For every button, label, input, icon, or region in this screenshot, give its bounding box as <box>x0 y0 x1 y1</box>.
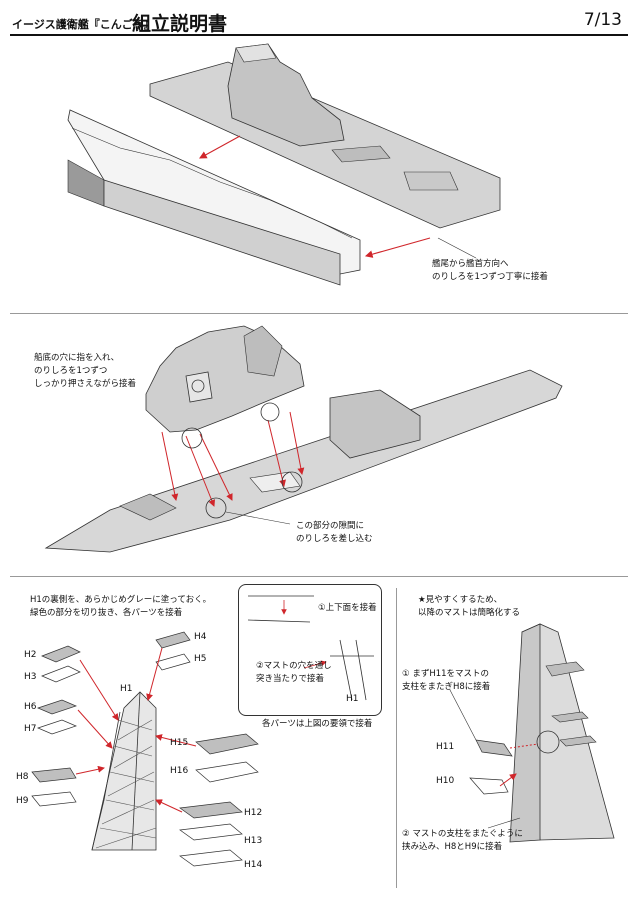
label-h4: H4 <box>194 632 207 642</box>
label-h7: H7 <box>24 724 37 734</box>
step4-note-2: ② マストの支柱をまたぐように 挟み込み、H8とH9に接着 <box>402 829 523 852</box>
inset-label-h1: H1 <box>346 694 359 704</box>
step1-note: 艦尾から艦首方向へ のりしろを1つずつ丁寧に接着 <box>432 259 548 282</box>
step4-parts <box>469 739 513 795</box>
inset-note-1: ①上下面を接着 <box>318 603 377 613</box>
label-h11: H11 <box>436 742 455 752</box>
label-h8: H8 <box>16 772 29 782</box>
page-title: 組立説明書 <box>132 13 228 35</box>
label-h16: H16 <box>170 766 189 776</box>
separator-vertical <box>396 588 397 888</box>
page-header: イージス護衛艦『こんごう』 組立説明書 7/13 <box>0 0 638 40</box>
label-h3: H3 <box>24 672 37 682</box>
label-h13: H13 <box>244 836 263 846</box>
label-h9: H9 <box>16 796 29 806</box>
label-h10: H10 <box>436 776 455 786</box>
step3-small-parts <box>31 631 259 867</box>
label-h14: H14 <box>244 860 263 870</box>
step1-arrow-a <box>199 135 241 159</box>
step2-superstructure <box>145 325 305 433</box>
step4-note-1: ① まずH11をマストの 支柱をまたぎH8に接着 <box>402 669 491 692</box>
step4-arrow-b <box>499 773 517 787</box>
label-h12: H12 <box>244 808 263 818</box>
label-h1: H1 <box>120 684 133 694</box>
page-number: 7/13 <box>583 10 622 30</box>
separator-1 <box>10 313 628 314</box>
step4-mast <box>509 623 615 843</box>
step2-guide-arrows <box>161 411 305 507</box>
inset-caption: 各パーツは上図の要領で接着 <box>262 719 373 729</box>
label-h5: H5 <box>194 654 207 664</box>
step1-deck-part <box>149 43 501 229</box>
step1-arrow-b <box>364 237 431 258</box>
label-h2: H2 <box>24 650 37 660</box>
step3-intro: H1の裏側を、あらかじめグレーに塗っておく。 緑色の部分を切り抜き、各パーツを接… <box>30 595 212 618</box>
inset-note-2: ②マストの穴を通し 突き当たりで接着 <box>256 661 332 684</box>
header-rule <box>10 34 628 36</box>
ship-name: イージス護衛艦『こんごう』 <box>12 18 155 31</box>
step3-inset-illustration <box>247 595 374 701</box>
step3-mast-tower <box>91 691 157 851</box>
label-h6: H6 <box>24 702 37 712</box>
step2-ship-body <box>44 369 563 553</box>
step3-arrows <box>75 647 197 813</box>
label-h15: H15 <box>170 738 189 748</box>
step1-leader <box>437 237 477 259</box>
step4-intro: ★見やすくするため、 以降のマストは簡略化する <box>418 595 521 618</box>
step3-inset-box <box>238 584 382 716</box>
step2-note-gap: この部分の隙間に のりしろを差し込む <box>296 521 373 544</box>
step4-arrow-a <box>509 743 539 749</box>
step2-note-left: 船底の穴に指を入れ、 のりしろを1つずつ しっかり押さえながら接着 <box>34 353 137 389</box>
separator-2 <box>10 576 628 577</box>
step1-hull-part <box>67 109 361 286</box>
